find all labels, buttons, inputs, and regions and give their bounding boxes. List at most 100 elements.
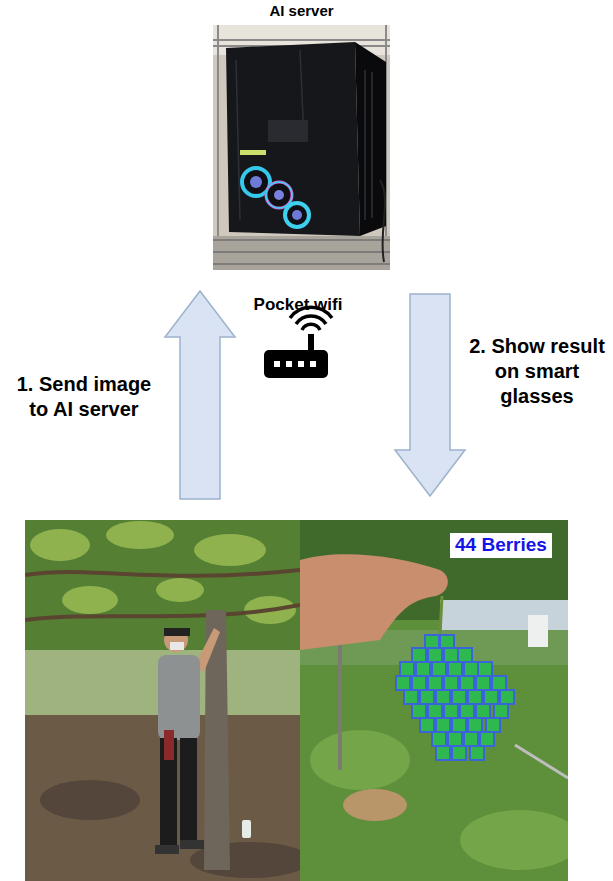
result-photo	[300, 520, 568, 881]
berry-box	[444, 704, 458, 718]
fan-hub	[292, 210, 302, 220]
berry-box	[444, 676, 458, 690]
berry-box	[500, 690, 514, 704]
berry-box	[440, 635, 454, 649]
network-label: Pocket wifi	[200, 295, 396, 315]
router-icon	[264, 307, 332, 378]
case-side	[355, 42, 386, 236]
leaf	[62, 586, 118, 614]
berry-box	[436, 690, 450, 704]
berry-box	[484, 690, 498, 704]
berry-box	[480, 732, 494, 746]
shirt	[158, 655, 200, 740]
berry-box	[452, 746, 466, 760]
berry-box	[396, 676, 410, 690]
antenna	[308, 334, 314, 352]
wire-rack	[213, 25, 390, 270]
node-heading: AI server	[213, 2, 390, 20]
berry-box	[436, 718, 450, 732]
router-light	[286, 361, 292, 367]
step-label: 1. Send image to AI server	[6, 372, 162, 422]
shelf-wire	[213, 251, 390, 253]
case-front	[226, 42, 360, 236]
leaf	[194, 534, 266, 566]
shelf-wires	[213, 240, 390, 264]
shoe	[155, 845, 179, 854]
berry-box	[448, 662, 462, 676]
berry-box	[425, 635, 439, 649]
berry-box	[448, 732, 462, 746]
router-light	[298, 361, 304, 367]
leaf	[156, 578, 204, 602]
photo-pair-node: 44 Berries	[25, 520, 568, 881]
rack-post	[217, 25, 219, 270]
berry-detections	[396, 635, 514, 760]
berry-box	[460, 704, 474, 718]
fan	[266, 182, 292, 208]
fan-hub	[250, 176, 262, 188]
berry-box	[400, 662, 414, 676]
berry-box	[478, 662, 492, 676]
fan	[285, 203, 309, 227]
leg	[180, 738, 197, 843]
berry-box	[420, 690, 434, 704]
rack-wire	[213, 39, 390, 41]
berry-box	[492, 676, 506, 690]
router-light	[310, 361, 316, 367]
sign	[528, 615, 548, 647]
dry-grass	[343, 789, 407, 821]
lower-shelf	[213, 236, 390, 270]
berry-box	[416, 662, 430, 676]
person	[155, 628, 220, 854]
berry-box	[432, 732, 446, 746]
step-label: 2. Show result on smart glasses	[466, 334, 608, 409]
berry-box	[476, 676, 490, 690]
berry-box	[470, 746, 484, 760]
branch	[25, 570, 300, 576]
post	[338, 640, 342, 770]
tweezers	[515, 745, 568, 778]
bottle	[242, 820, 251, 838]
wifi-arc	[302, 324, 320, 330]
berry-box	[420, 718, 434, 732]
berry-box	[444, 648, 458, 662]
soil-patch	[40, 780, 140, 820]
result-label: 44 Berries	[450, 533, 552, 558]
smart-glasses	[164, 628, 190, 636]
berry-box	[452, 690, 466, 704]
berry-box	[428, 676, 442, 690]
berry-box	[464, 732, 478, 746]
router-light	[274, 361, 280, 367]
leaf	[30, 529, 90, 561]
berry-box	[468, 690, 482, 704]
vineyard-photo	[25, 520, 300, 881]
berry-box	[412, 648, 426, 662]
branch	[25, 605, 300, 620]
berry-box	[436, 746, 450, 760]
glass-line	[364, 70, 366, 220]
block-arrow	[395, 294, 465, 496]
berry-box	[404, 690, 418, 704]
hand	[300, 554, 448, 650]
stem	[440, 596, 442, 635]
berry-box	[464, 662, 478, 676]
shelf-wire	[213, 263, 390, 265]
glass-line	[371, 72, 373, 218]
router-body	[264, 350, 328, 378]
berry-box	[412, 676, 426, 690]
towel	[164, 730, 174, 760]
server-photo	[213, 25, 390, 270]
grass-patch	[460, 810, 568, 870]
shelf-wire	[213, 239, 390, 241]
berry-box	[452, 718, 466, 732]
cable	[380, 180, 385, 262]
berry-box	[458, 648, 472, 662]
wifi-arc	[296, 316, 326, 324]
mask	[170, 642, 184, 650]
photo-background	[25, 520, 300, 881]
glass-lines	[236, 50, 372, 220]
berry-box	[486, 718, 500, 732]
